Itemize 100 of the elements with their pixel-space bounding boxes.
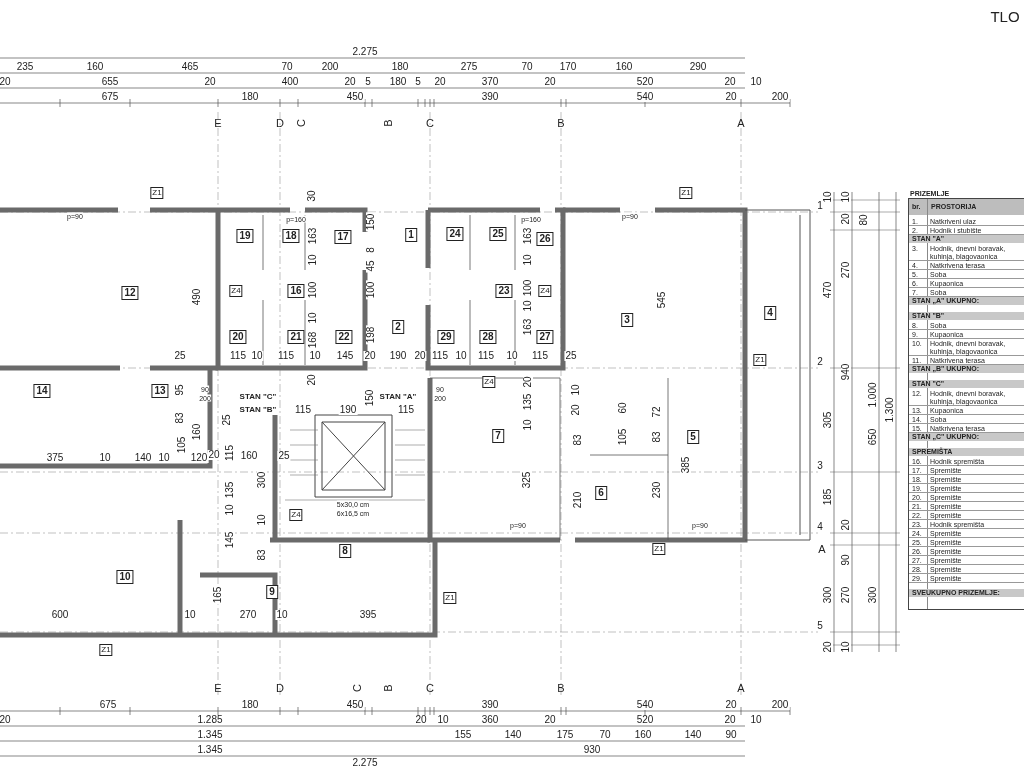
dimension-label: 305: [823, 410, 833, 430]
dimension-label: 20: [543, 77, 557, 87]
apartment-label: STAN "A": [379, 393, 417, 401]
dimension-label: 450: [345, 92, 365, 102]
dimension-label: 470: [823, 280, 833, 300]
dimension-label: 210: [573, 490, 583, 510]
dimension-label: 100: [366, 280, 376, 300]
dimension-label: 145: [335, 351, 355, 361]
dimension-label: 20: [723, 77, 737, 87]
dimension-label: 10: [308, 351, 322, 361]
dimension-label: 10: [523, 253, 533, 267]
dimension-label: 20: [823, 640, 833, 654]
dimension-label: 5: [414, 77, 422, 87]
dimension-label: 20: [307, 373, 317, 387]
dimension-label: 2.275: [351, 47, 379, 57]
dimension-label: 30: [307, 189, 317, 203]
dimension-label: 168: [308, 330, 318, 350]
dimension-label: 10: [841, 190, 851, 204]
room-number-tag: 25: [489, 227, 507, 241]
dimension-label: 10: [308, 253, 318, 267]
dimension-label: 10: [749, 77, 763, 87]
room-number-tag: 26: [536, 232, 554, 246]
dimension-label: 115: [294, 405, 312, 415]
dimension-label: 72: [652, 405, 662, 419]
wall-type-tag: Z4: [482, 376, 496, 388]
dimension-label: 60: [618, 401, 628, 415]
dimension-label: 10: [454, 351, 468, 361]
axis-label: A: [818, 543, 826, 555]
dimension-label: 385: [681, 455, 691, 475]
dimension-label: 180: [390, 62, 410, 72]
dimension-label: 90: [724, 730, 738, 740]
room-number-tag: 23: [495, 284, 513, 298]
axis-label: A: [737, 682, 745, 694]
wall-type-tag: Z4: [229, 285, 243, 297]
dimension-label: 1.300: [885, 396, 895, 424]
wall-type-tag: Z1: [99, 644, 113, 656]
room-number-tag: 16: [287, 284, 305, 298]
dimension-label: 20: [0, 77, 12, 87]
grid-number: 1: [817, 201, 823, 211]
dimension-label: 70: [280, 62, 294, 72]
axis-label: C: [426, 682, 434, 694]
dimension-label: 105: [177, 435, 187, 455]
dimension-label: 180: [240, 92, 260, 102]
dimension-label: 25: [277, 451, 291, 461]
dimension-label: 20: [543, 715, 557, 725]
dimension-label: 115: [277, 351, 295, 361]
wall-type-tag: Z4: [289, 509, 303, 521]
dimension-label: 100: [308, 280, 318, 300]
dimension-label: 160: [633, 730, 653, 740]
room-number-tag: 21: [287, 330, 305, 344]
dimension-label: 198: [366, 325, 376, 345]
dimension-label: 83: [652, 430, 662, 444]
dimension-label: 105: [618, 427, 628, 447]
room-number-tag: 5: [687, 430, 699, 444]
dimension-label: 10: [823, 190, 833, 204]
dimension-label: 520: [635, 77, 655, 87]
axis-label: A: [737, 117, 745, 129]
dimension-label: 160: [239, 451, 259, 461]
dimension-label: 520: [635, 715, 655, 725]
dimension-label: 20: [414, 715, 428, 725]
dimension-label: 360: [480, 715, 500, 725]
dimension-label: 300: [823, 585, 833, 605]
dimension-label: 1.285: [196, 715, 224, 725]
wall-type-tag: Z1: [150, 187, 164, 199]
room-number-tag: 18: [282, 229, 300, 243]
dimension-label: 175: [555, 730, 575, 740]
dimension-label: 10: [308, 311, 318, 325]
dimension-label: 200: [320, 62, 340, 72]
dimension-label: 20: [207, 450, 221, 460]
dimension-label: 170: [558, 62, 578, 72]
axis-label: B: [382, 684, 394, 692]
dimension-label: 180: [240, 700, 260, 710]
dimension-label: 155: [453, 730, 473, 740]
axis-label: B: [557, 682, 565, 694]
room-number-tag: 22: [335, 330, 353, 344]
dimension-label: 675: [100, 92, 120, 102]
dimension-label: 115: [431, 351, 449, 361]
dimension-label: 390: [480, 700, 500, 710]
dimension-label: 20: [724, 700, 738, 710]
axis-label: C: [295, 119, 307, 127]
dimension-label: 115: [397, 405, 415, 415]
dimension-label: 190: [338, 405, 358, 415]
axis-label: D: [276, 682, 284, 694]
axis-label: B: [557, 117, 565, 129]
dimension-label: 190: [388, 351, 408, 361]
dimension-label: 655: [100, 77, 120, 87]
dimension-label: 1.000: [868, 381, 878, 409]
dimension-label: 450: [345, 700, 365, 710]
dimension-label: 390: [480, 92, 500, 102]
dimension-label: 10: [749, 715, 763, 725]
dimension-label: 135: [225, 480, 235, 500]
dimension-label: 10: [523, 299, 533, 313]
dimension-label: 10: [250, 351, 264, 361]
room-number-tag: 24: [446, 227, 464, 241]
dimension-label: 540: [635, 700, 655, 710]
dimension-label: 10: [257, 513, 267, 527]
dimension-label: 675: [98, 700, 118, 710]
room-number-tag: 8: [339, 544, 351, 558]
room-number-tag: 10: [116, 570, 134, 584]
room-number-tag: 17: [334, 230, 352, 244]
